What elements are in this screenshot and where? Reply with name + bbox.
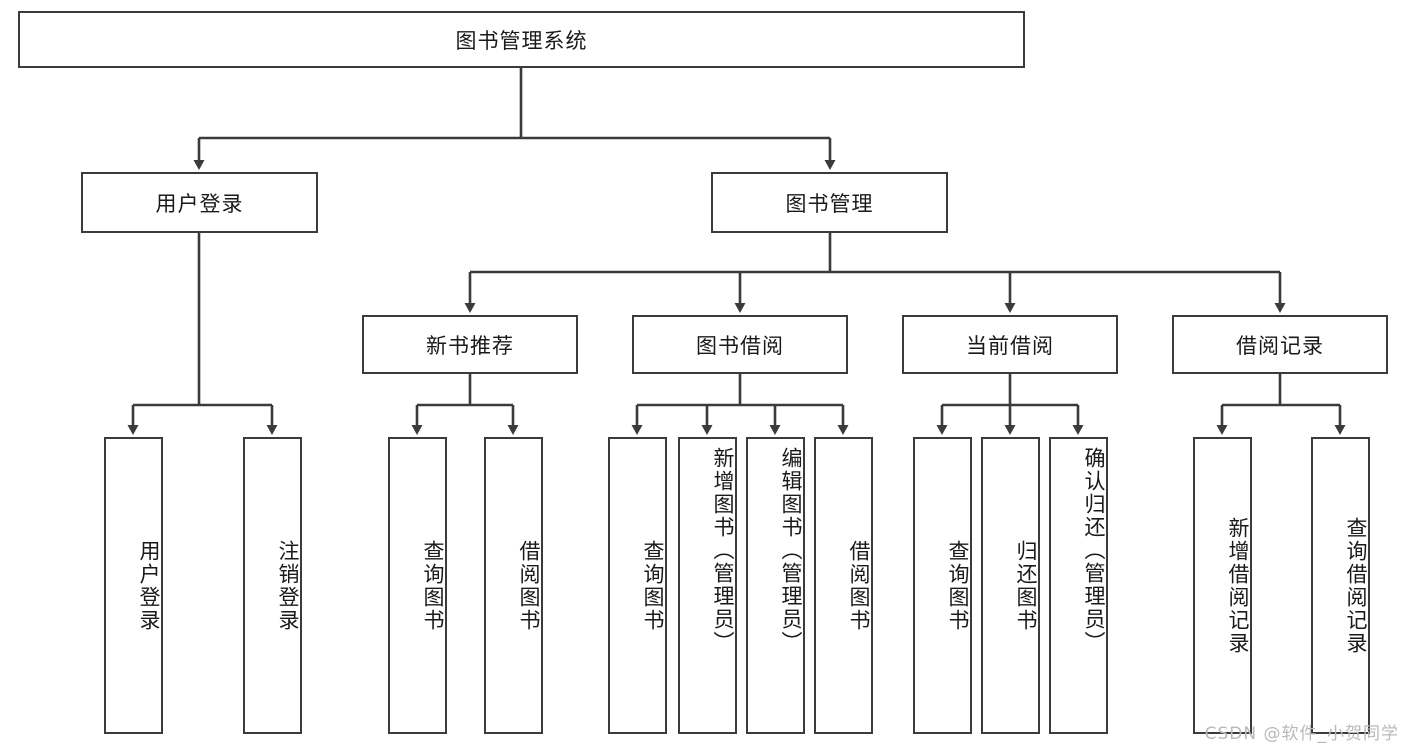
leaf-query-book-current[interactable]: 查询图书 <box>913 437 972 734</box>
leaf-logout[interactable]: 注销登录 <box>243 437 302 734</box>
node-borrow-records[interactable]: 借阅记录 <box>1172 315 1388 374</box>
leaf-return-book[interactable]: 归还图书 <box>981 437 1040 734</box>
leaf-query-book-recommend[interactable]: 查询图书 <box>388 437 447 734</box>
leaf-add-book-admin[interactable]: 新增图书（管理员） <box>678 437 737 734</box>
leaf-edit-book-admin[interactable]: 编辑图书（管理员） <box>746 437 805 734</box>
watermark: CSDN @软件_小贺同学 <box>1204 724 1399 744</box>
leaf-query-book[interactable]: 查询图书 <box>608 437 667 734</box>
leaf-confirm-return-admin[interactable]: 确认归还（管理员） <box>1049 437 1108 734</box>
leaf-user-login[interactable]: 用户登录 <box>104 437 163 734</box>
leaf-query-borrow-record[interactable]: 查询借阅记录 <box>1311 437 1370 734</box>
leaf-borrow-book[interactable]: 借阅图书 <box>814 437 873 734</box>
node-book-management[interactable]: 图书管理 <box>711 172 948 233</box>
node-root[interactable]: 图书管理系统 <box>18 11 1025 68</box>
leaf-add-borrow-record[interactable]: 新增借阅记录 <box>1193 437 1252 734</box>
node-book-borrow[interactable]: 图书借阅 <box>632 315 848 374</box>
node-user-login[interactable]: 用户登录 <box>81 172 318 233</box>
node-current-borrow[interactable]: 当前借阅 <box>902 315 1118 374</box>
node-new-book-recommend[interactable]: 新书推荐 <box>362 315 578 374</box>
leaf-borrow-book-recommend[interactable]: 借阅图书 <box>484 437 543 734</box>
